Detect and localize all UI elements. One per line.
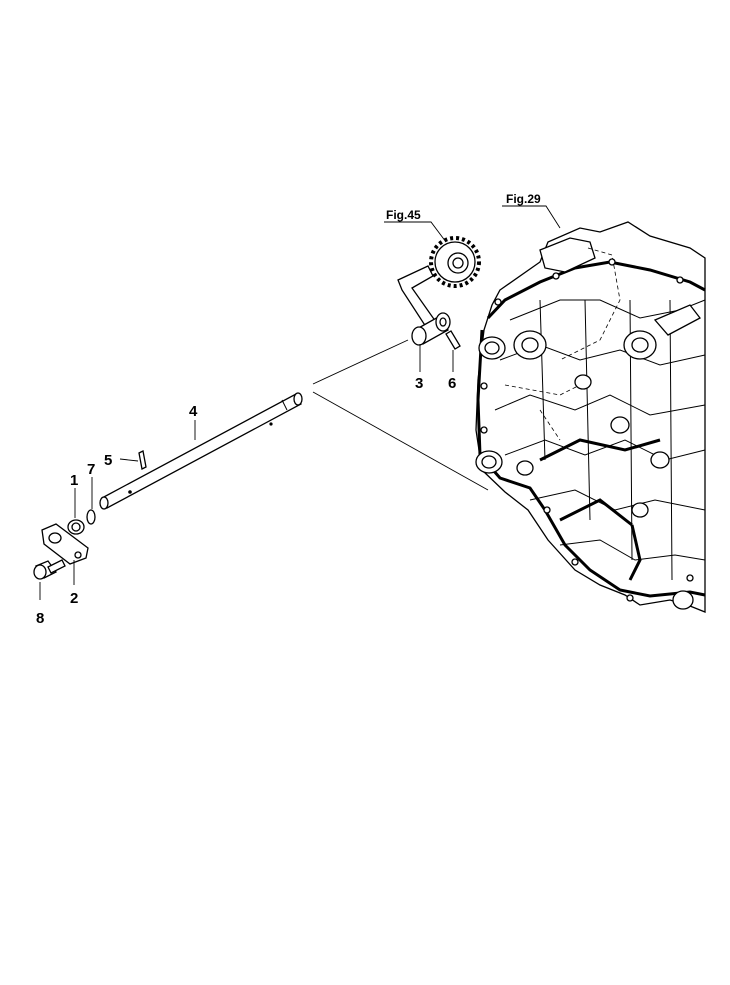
callout-7: 7 [87,461,95,478]
callout-2: 2 [70,590,78,607]
shaft [99,392,303,510]
callout-8: 8 [36,610,44,627]
assembly-guide-lines [39,339,489,600]
figure-ref-45: Fig.45 [386,208,421,222]
stopper-plate [41,523,89,565]
callout-6: 6 [448,375,456,392]
callout-1: 1 [70,472,78,489]
callout-4: 4 [189,403,198,420]
spring-pin [138,450,147,470]
callout-3: 3 [415,375,423,392]
collar [67,519,85,535]
transmission-housing [475,221,706,613]
gear-arm-assembly [397,236,481,350]
callout-5: 5 [104,452,112,469]
figure-ref-29: Fig.29 [506,192,541,206]
callout-leaders [73,205,561,585]
o-ring [86,509,96,525]
bolt [33,559,66,580]
